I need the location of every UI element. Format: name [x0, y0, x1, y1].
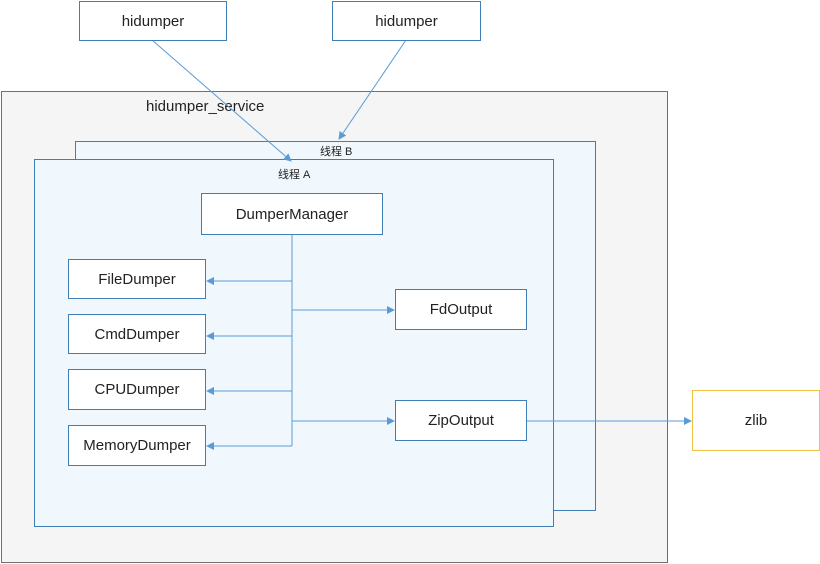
memory-dumper-node: MemoryDumper	[68, 425, 206, 466]
cmd-dumper-node: CmdDumper	[68, 314, 206, 354]
dumper-manager-node: DumperManager	[201, 193, 383, 235]
hidumper-client-2: hidumper	[332, 1, 481, 41]
link-client2-thread-b	[338, 39, 407, 140]
file-dumper-node: FileDumper	[68, 259, 206, 299]
thread-b-label: 线程 B	[320, 146, 353, 158]
zlib-node: zlib	[692, 390, 820, 451]
thread-a-label: 线程 A	[278, 169, 311, 181]
zip-output-node: ZipOutput	[395, 400, 527, 441]
service-label: hidumper_service	[146, 98, 265, 115]
cpu-dumper-node: CPUDumper	[68, 369, 206, 410]
fd-output-node: FdOutput	[395, 289, 527, 330]
link-client1-thread-a	[151, 39, 292, 162]
hidumper-client-1: hidumper	[79, 1, 227, 41]
